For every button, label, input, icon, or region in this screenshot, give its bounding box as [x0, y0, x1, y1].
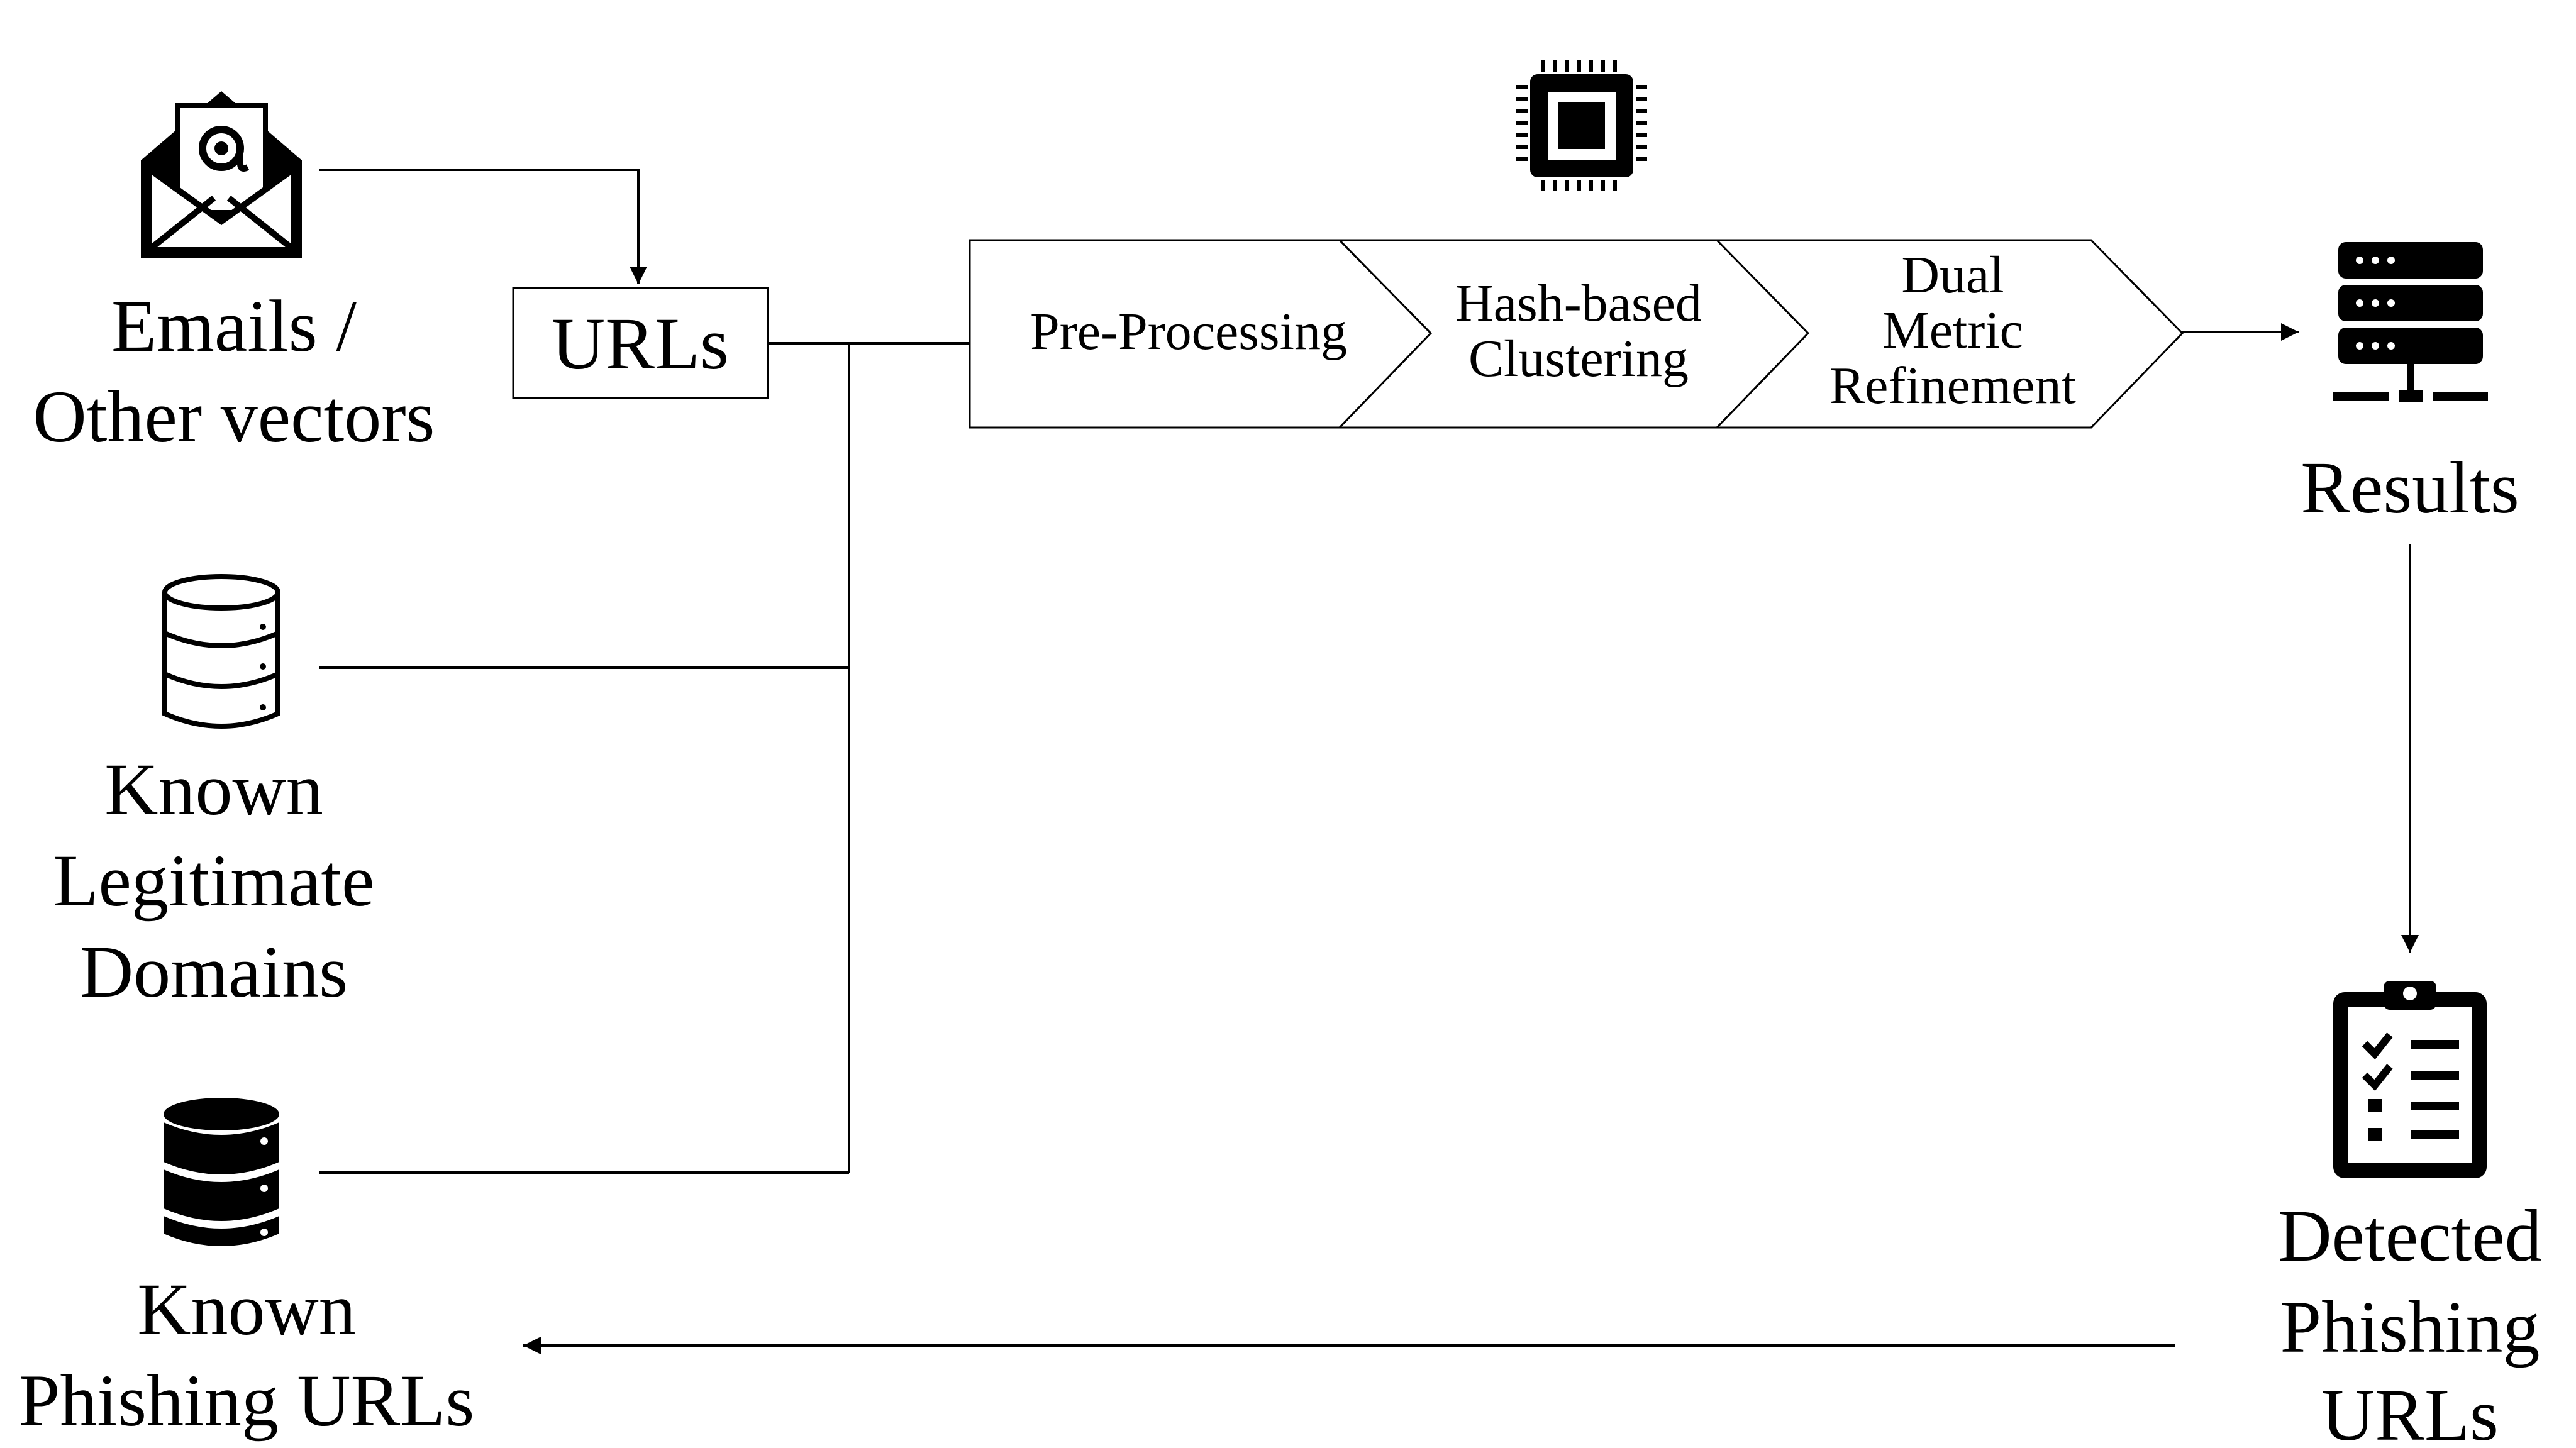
- legit-label-line-3: Domains: [80, 931, 348, 1013]
- database-outline-icon: [162, 574, 280, 729]
- clipboard-checklist-icon: [2333, 981, 2487, 1178]
- results-label: Results: [2301, 446, 2519, 529]
- server-icon: [2333, 242, 2488, 402]
- phishing-label-line-2: Phishing URLs: [19, 1359, 475, 1442]
- database-solid-icon: [164, 1098, 279, 1246]
- stage-refinement-label-line-2: Metric: [1882, 301, 2023, 360]
- stage-clustering-label-line-2: Clustering: [1468, 329, 1689, 388]
- stage-refinement-label-line-1: Dual: [1901, 246, 2004, 304]
- detected-label-line-1: Detected: [2278, 1195, 2541, 1277]
- legit-label-line-1: Known: [104, 748, 323, 831]
- cpu-chip-icon: [1516, 60, 1647, 191]
- legit-label-line-2: Legitimate: [53, 839, 374, 922]
- urls-box: [512, 287, 769, 399]
- emails-label-line-1: Emails /: [111, 285, 357, 367]
- detected-label-line-3: URLs: [2321, 1374, 2499, 1448]
- detected-label-line-2: Phishing: [2280, 1286, 2540, 1368]
- envelope-at-icon: [141, 91, 302, 258]
- phishing-label-line-1: Known: [137, 1268, 355, 1351]
- stage-preprocessing-label: Pre-Processing: [1030, 302, 1347, 361]
- urls-label: URLs: [552, 302, 729, 385]
- stage-refinement-shape: [1714, 239, 2184, 429]
- stage-refinement-label-line-3: Refinement: [1829, 356, 2076, 415]
- email-to-urls-arrow: [319, 169, 647, 284]
- pipeline-stages: [969, 239, 2184, 429]
- stage-clustering-label-line-1: Hash-based: [1455, 274, 1702, 333]
- emails-label-line-2: Other vectors: [33, 375, 435, 458]
